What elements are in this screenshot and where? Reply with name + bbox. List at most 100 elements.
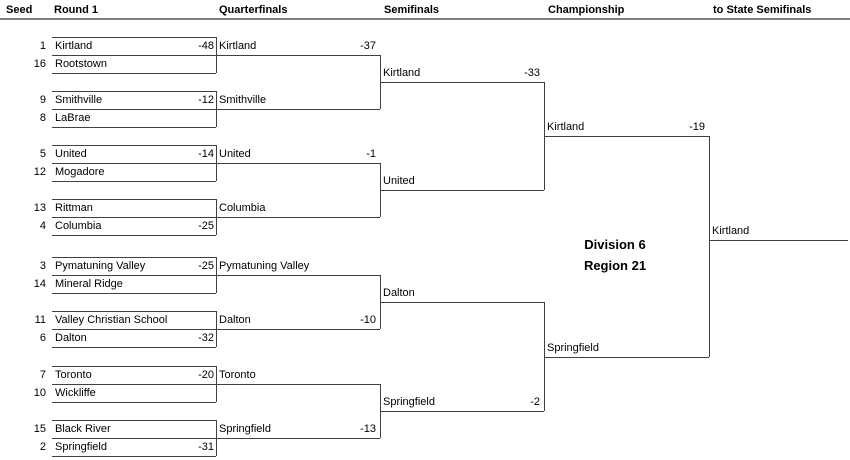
header-divider: [0, 18, 850, 20]
qf-line: [216, 438, 380, 439]
sf-score: -2: [530, 396, 540, 408]
seed-number: 11: [34, 314, 46, 326]
team-score: -25: [198, 260, 214, 272]
qf-line: [216, 109, 380, 110]
seed-number: 7: [39, 369, 46, 381]
championship-line: [544, 136, 709, 137]
qf-line: [216, 217, 380, 218]
qf-score: -37: [360, 40, 376, 52]
team-name[interactable]: Mineral Ridge: [55, 278, 123, 290]
team-name[interactable]: Wickliffe: [55, 387, 96, 399]
qf-team-name[interactable]: Toronto: [219, 369, 256, 381]
qf-score: -13: [360, 423, 376, 435]
qf-score: -1: [366, 148, 376, 160]
team-name[interactable]: Kirtland: [55, 40, 93, 52]
team-name[interactable]: Valley Christian School: [55, 314, 168, 326]
seed-number: 14: [33, 278, 46, 290]
qf-team-name[interactable]: Columbia: [219, 202, 266, 214]
header-round1: Round 1: [54, 4, 98, 16]
sf-line: [380, 411, 544, 412]
sf-line: [380, 190, 544, 191]
team-score: -12: [198, 94, 214, 106]
seed-number: 13: [33, 202, 46, 214]
championship-line: [544, 357, 709, 358]
seed-number: 5: [39, 148, 46, 160]
qf-team-name[interactable]: Kirtland: [219, 40, 257, 52]
team-name[interactable]: Springfield: [55, 441, 107, 453]
team-score: -48: [198, 40, 214, 52]
qf-line: [216, 55, 380, 56]
championship-score: -19: [689, 121, 705, 133]
header-seed: Seed: [6, 4, 33, 16]
team-name[interactable]: Dalton: [55, 332, 87, 344]
qf-team-name[interactable]: Pymatuning Valley: [219, 260, 310, 272]
sf-line: [380, 302, 544, 303]
r1-box-top-line: [52, 199, 216, 200]
header-quarterfinals: Quarterfinals: [219, 4, 288, 16]
region-label: Region 21: [583, 258, 647, 273]
championship-connector: [709, 136, 710, 357]
r1-box-bottom-line: [52, 293, 216, 294]
qf-line: [216, 275, 380, 276]
championship-team-name[interactable]: Kirtland: [547, 121, 585, 133]
r1-box-mid-line: [52, 163, 216, 164]
r1-box-mid-line: [52, 55, 216, 56]
seed-number: 9: [39, 94, 46, 106]
qf-line: [216, 384, 380, 385]
r1-box-mid-line: [52, 384, 216, 385]
seed-number: 16: [33, 58, 46, 70]
team-name[interactable]: Mogadore: [55, 166, 105, 178]
r1-box-top-line: [52, 37, 216, 38]
state-team-name[interactable]: Kirtland: [712, 225, 750, 237]
r1-box-mid-line: [52, 275, 216, 276]
team-name[interactable]: Columbia: [55, 220, 102, 232]
r1-box-top-line: [52, 257, 216, 258]
seed-number: 1: [39, 40, 46, 52]
qf-team-name[interactable]: Smithville: [219, 94, 267, 106]
r1-box-top-line: [52, 311, 216, 312]
r1-box-mid-line: [52, 438, 216, 439]
sf-team-name[interactable]: United: [383, 175, 415, 187]
team-score: -31: [198, 441, 214, 453]
seed-number: 8: [39, 112, 46, 124]
state-line: [709, 240, 848, 241]
seed-number: 3: [39, 260, 46, 272]
team-name[interactable]: Toronto: [55, 369, 92, 381]
team-score: -20: [198, 369, 214, 381]
seed-number: 12: [33, 166, 46, 178]
header-state-semifinals: to State Semifinals: [713, 4, 812, 16]
sf-team-name[interactable]: Dalton: [383, 287, 415, 299]
qf-team-name[interactable]: United: [219, 148, 251, 160]
r1-box-bottom-line: [52, 73, 216, 74]
seed-number: 2: [39, 441, 46, 453]
r1-box-top-line: [52, 145, 216, 146]
r1-box-bottom-line: [52, 402, 216, 403]
team-name[interactable]: Rootstown: [55, 58, 107, 70]
r1-box-top-line: [52, 420, 216, 421]
team-name[interactable]: Pymatuning Valley: [55, 260, 146, 272]
r1-box-bottom-line: [52, 127, 216, 128]
championship-team-name[interactable]: Springfield: [547, 342, 599, 354]
r1-box-mid-line: [52, 109, 216, 110]
qf-team-name[interactable]: Dalton: [219, 314, 251, 326]
r1-box-bottom-line: [52, 181, 216, 182]
r1-box-top-line: [52, 91, 216, 92]
team-name[interactable]: United: [55, 148, 87, 160]
qf-line: [216, 163, 380, 164]
team-name[interactable]: Smithville: [55, 94, 103, 106]
qf-score: -10: [360, 314, 376, 326]
header-semifinals: Semifinals: [384, 4, 440, 16]
r1-box-bottom-line: [52, 235, 216, 236]
r1-box-mid-line: [52, 329, 216, 330]
sf-team-name[interactable]: Springfield: [383, 396, 435, 408]
team-name[interactable]: Rittman: [55, 202, 93, 214]
sf-connector: [544, 302, 545, 411]
r1-box-bottom-line: [52, 347, 216, 348]
team-name[interactable]: Black River: [55, 423, 111, 435]
team-score: -25: [198, 220, 214, 232]
seed-number: 4: [39, 220, 46, 232]
team-score: -14: [198, 148, 214, 160]
qf-team-name[interactable]: Springfield: [219, 423, 271, 435]
team-name[interactable]: LaBrae: [55, 112, 91, 124]
sf-team-name[interactable]: Kirtland: [383, 67, 421, 79]
